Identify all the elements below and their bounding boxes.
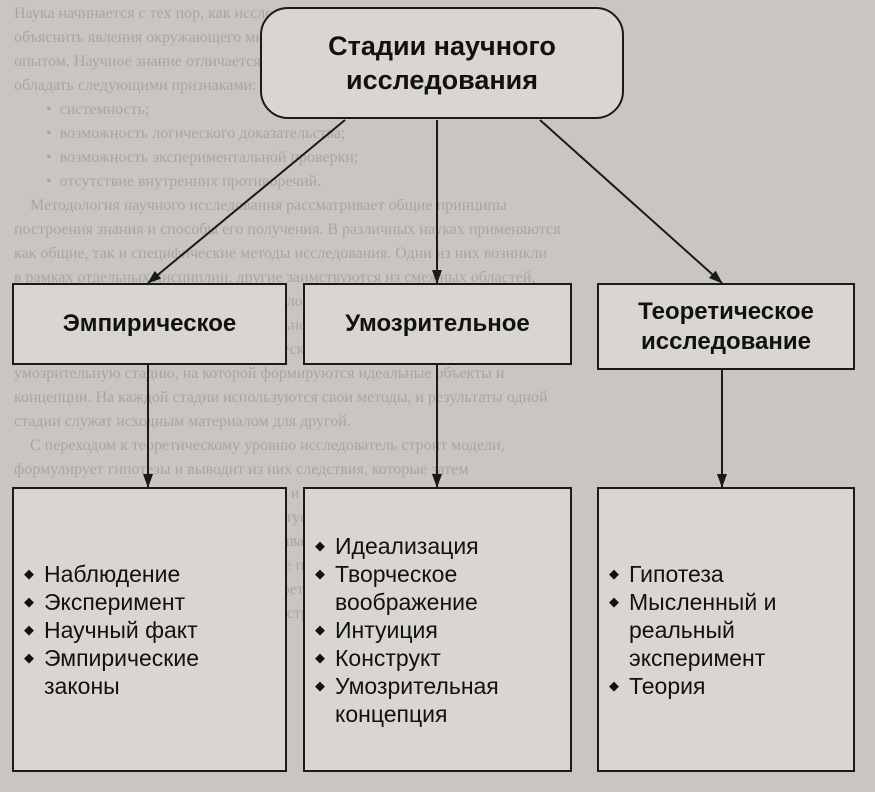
- speculative-methods: Идеализация Творческое воображение Интуи…: [303, 487, 572, 772]
- list-item: Эксперимент: [24, 588, 244, 616]
- diagram-title-text: Стадии научного исследования: [328, 31, 556, 95]
- list-item: Интуиция: [315, 616, 555, 644]
- list-item: Научный факт: [24, 616, 244, 644]
- stage-theoretical: Теоретическое исследование: [597, 283, 855, 370]
- theoretical-methods: Гипотеза Мысленный и реальный эксперимен…: [597, 487, 855, 772]
- list-item: Эмпирические законы: [24, 644, 244, 700]
- list-item: Творческое воображение: [315, 560, 505, 616]
- diagram-title: Стадии научного исследования: [260, 7, 624, 119]
- stage-empirical: Эмпирическое: [12, 283, 287, 365]
- list-item: Наблюдение: [24, 560, 244, 588]
- stage-theoretical-label: Теоретическое исследование: [638, 297, 814, 355]
- list-item: Конструкт: [315, 644, 555, 672]
- arrow-to-empirical: [147, 119, 346, 284]
- list-item: Гипотеза: [609, 560, 799, 588]
- stage-speculative-label: Умозрительное: [345, 310, 530, 337]
- stage-speculative: Умозрительное: [303, 283, 572, 365]
- list-item: Теория: [609, 672, 799, 700]
- arrow-to-theoretical: [539, 119, 723, 284]
- stage-empirical-label: Эмпирическое: [62, 310, 237, 337]
- empirical-methods: Наблюдение Эксперимент Научный факт Эмпи…: [12, 487, 287, 772]
- list-item: Мысленный и реальный эксперимент: [609, 588, 799, 672]
- list-item: Умозрительная концепция: [315, 672, 555, 728]
- list-item: Идеализация: [315, 532, 555, 560]
